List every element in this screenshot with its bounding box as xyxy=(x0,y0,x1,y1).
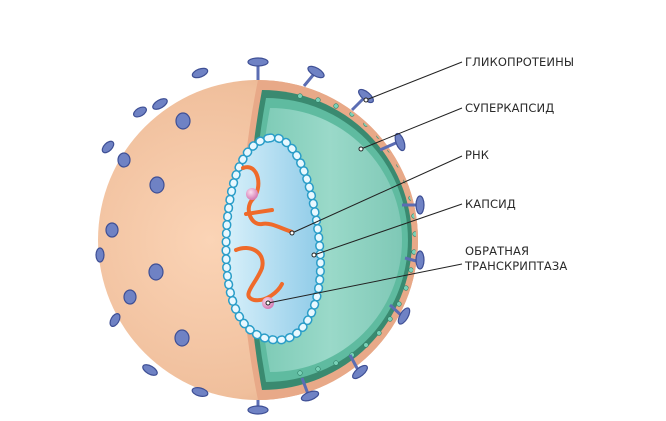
label-glycoproteins: ГЛИКОПРОТЕИНЫ xyxy=(465,55,575,69)
label-capsid: КАПСИД xyxy=(465,197,516,211)
capsid xyxy=(221,133,326,345)
label-reverse-transcriptase-line2: ТРАНСКРИПТАЗА xyxy=(465,259,568,273)
rna-strands xyxy=(234,165,294,303)
leader-line-endpoints xyxy=(265,97,369,306)
label-reverse-transcriptase-line1: ОБРАТНАЯ xyxy=(465,244,530,258)
leader-lines xyxy=(267,61,463,304)
label-rna: РНК xyxy=(465,148,490,162)
label-supercapsid: СУПЕРКАПСИД xyxy=(465,101,555,115)
glycoprotein-spikes xyxy=(95,57,425,415)
